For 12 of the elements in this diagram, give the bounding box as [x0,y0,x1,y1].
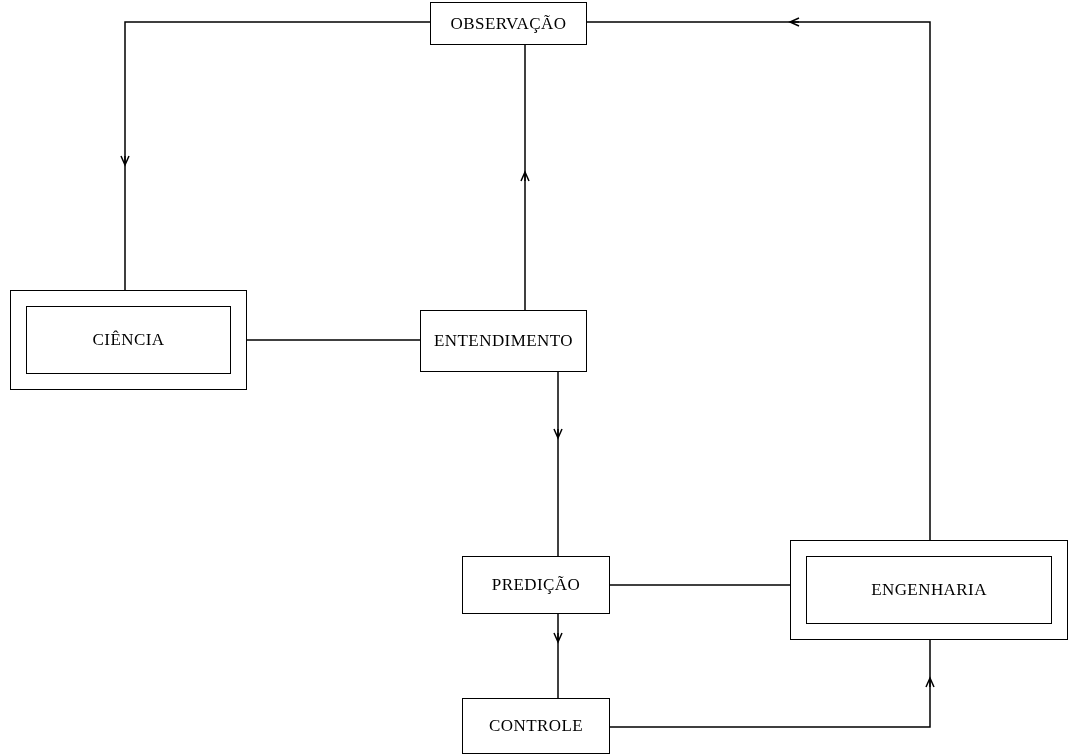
node-label: ENGENHARIA [871,579,987,602]
node-label: OBSERVAÇÃO [450,12,567,35]
double-bordered-box [10,290,247,390]
node-label: ENTENDIMENTO [434,330,573,353]
process-box [462,556,610,614]
node-label: CONTROLE [488,715,584,738]
process-box [420,310,587,372]
double-bordered-box [790,540,1068,640]
process-box [430,2,587,45]
node-label: PREDIÇÃO [491,574,581,597]
process-box [462,698,610,754]
node-label: CIÊNCIA [92,329,165,352]
